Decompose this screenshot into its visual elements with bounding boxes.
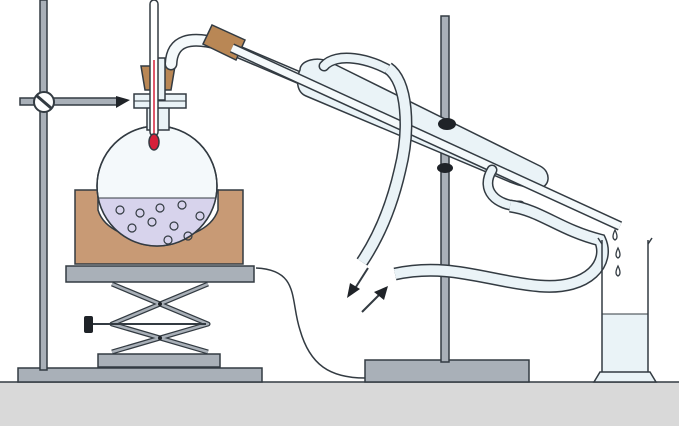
retort-stand-right-base: [364, 359, 530, 383]
condenser-upper-port-inner: [320, 54, 396, 76]
lab-jack-bottom-plate: [97, 353, 221, 368]
boiling-chip: [135, 208, 145, 218]
water-out-arrow: [347, 267, 369, 298]
retort-stand-left-rod: [39, 0, 48, 371]
power-cable: [255, 267, 366, 379]
graduated-cylinder-receiver: [592, 237, 658, 383]
water-in-arrow-shaft: [361, 293, 381, 313]
condenser-clamp: [437, 163, 453, 173]
boiling-chip: [127, 223, 137, 233]
condenser-jacket: [296, 58, 549, 189]
cylinder-lip: [597, 237, 653, 245]
lab-jack-scissor-arms-inner: [110, 282, 210, 354]
boiling-chip: [163, 235, 173, 245]
boiling-chip: [115, 205, 125, 215]
drop: [615, 246, 621, 259]
boiling-chip: [195, 211, 205, 221]
condenser-clamp: [438, 118, 456, 130]
boiling-chip: [177, 200, 187, 210]
retort-stand-left-base: [17, 367, 263, 383]
lab-jack-scissor-lift: [65, 265, 255, 368]
lab-jack-knob-icon[interactable]: [84, 316, 93, 333]
water-in-arrow: [361, 286, 388, 313]
cylinder-liquid: [602, 314, 648, 378]
boiling-chips: [115, 200, 205, 245]
boiling-chip: [169, 221, 179, 231]
cylinder-base: [592, 371, 658, 383]
distillate-drops: [612, 228, 621, 277]
lab-jack-pivot: [158, 336, 162, 340]
water-outlet-hose-inner: [357, 63, 411, 265]
cylinder-wall: [601, 240, 649, 372]
thermometer-bulb: [148, 133, 160, 151]
water-inlet-hose-inner: [393, 201, 608, 292]
clamp-with-screw: [19, 91, 187, 113]
boiling-chip: [147, 217, 157, 227]
thermometer: [148, 0, 160, 151]
lab-jack-top-plate: [65, 265, 255, 283]
retort-stand-left: [17, 0, 263, 383]
retort-stand-right-rod: [440, 15, 450, 363]
retort-stand-right: [364, 15, 530, 383]
drop: [612, 228, 618, 241]
drop: [615, 264, 621, 277]
lab-jack-pivot: [158, 302, 162, 306]
clamp-jaw-icon: [116, 96, 130, 108]
condenser-inner-tube-fill: [230, 44, 622, 230]
water-in-arrow-head-icon: [374, 286, 388, 300]
boiling-chip: [183, 231, 193, 241]
lab-bench: [0, 382, 679, 426]
water-out-arrow-shaft: [353, 267, 369, 291]
water-out-arrow-head-icon: [347, 283, 360, 298]
clamp-boss-screw: [36, 94, 52, 110]
liebig-condenser: [229, 43, 623, 231]
boiling-chip: [155, 203, 165, 213]
